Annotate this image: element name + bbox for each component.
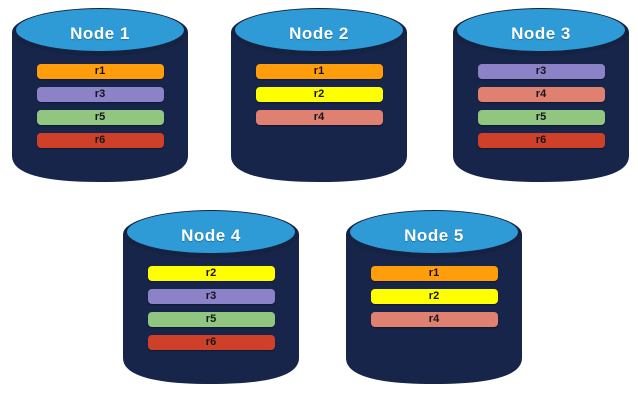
replica-bar: r6	[36, 133, 164, 148]
replica-label: r4	[428, 313, 440, 325]
replica-list: r3 r4 r5 r6	[450, 64, 632, 148]
replica-bar: r5	[36, 110, 164, 125]
replica-bar: r4	[370, 312, 498, 327]
replica-bar: r6	[147, 335, 275, 350]
replica-bar: r2	[370, 289, 498, 304]
replica-bar: r2	[255, 87, 383, 102]
replica-label: r4	[535, 88, 547, 100]
replica-label: r1	[313, 65, 325, 77]
replica-label: r1	[428, 267, 440, 279]
replica-list: r1 r3 r5 r6	[9, 64, 191, 148]
replica-bar: r5	[477, 110, 605, 125]
replica-list: r1 r2 r4	[228, 64, 410, 125]
replica-list: r1 r2 r4	[343, 266, 525, 327]
replica-bar: r5	[147, 312, 275, 327]
replica-label: r5	[535, 111, 547, 123]
replica-bar: r4	[255, 110, 383, 125]
replica-label: r4	[313, 111, 325, 123]
replica-bar: r6	[477, 133, 605, 148]
replica-bar: r1	[36, 64, 164, 79]
replica-bar: r1	[370, 266, 498, 281]
replica-bar: r3	[147, 289, 275, 304]
replica-bar: r2	[147, 266, 275, 281]
replica-label: r6	[205, 336, 217, 348]
replica-label: r6	[535, 134, 547, 146]
replica-label: r6	[94, 134, 106, 146]
replica-label: r2	[428, 290, 440, 302]
replica-label: r3	[535, 65, 547, 77]
replica-bar: r3	[477, 64, 605, 79]
replica-label: r5	[205, 313, 217, 325]
replica-list: r2 r3 r5 r6	[120, 266, 302, 350]
replica-label: r5	[94, 111, 106, 123]
replica-label: r1	[94, 65, 106, 77]
replica-label: r3	[94, 88, 106, 100]
replica-bar: r3	[36, 87, 164, 102]
replica-bar: r1	[255, 64, 383, 79]
replica-label: r2	[205, 267, 217, 279]
replica-bar: r4	[477, 87, 605, 102]
replica-label: r2	[313, 88, 325, 100]
replica-label: r3	[205, 290, 217, 302]
